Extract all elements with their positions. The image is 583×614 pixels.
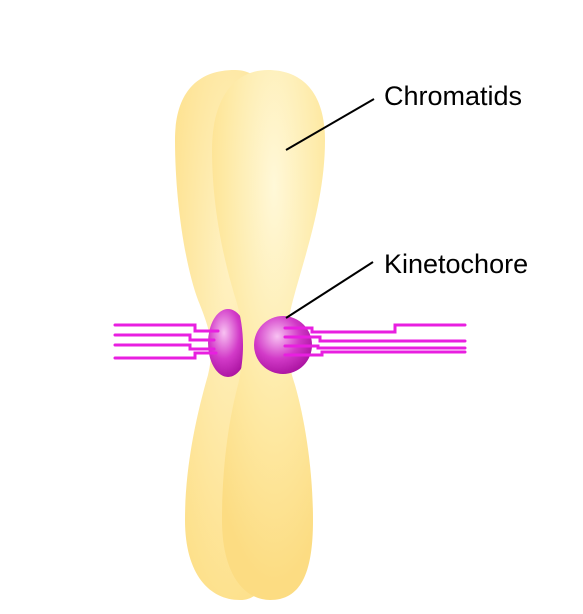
right-microtubules-icon	[285, 325, 465, 355]
left-microtubules-icon	[115, 325, 218, 358]
chromatids-label: Chromatids	[384, 81, 522, 111]
kinetochore-label: Kinetochore	[384, 249, 528, 279]
